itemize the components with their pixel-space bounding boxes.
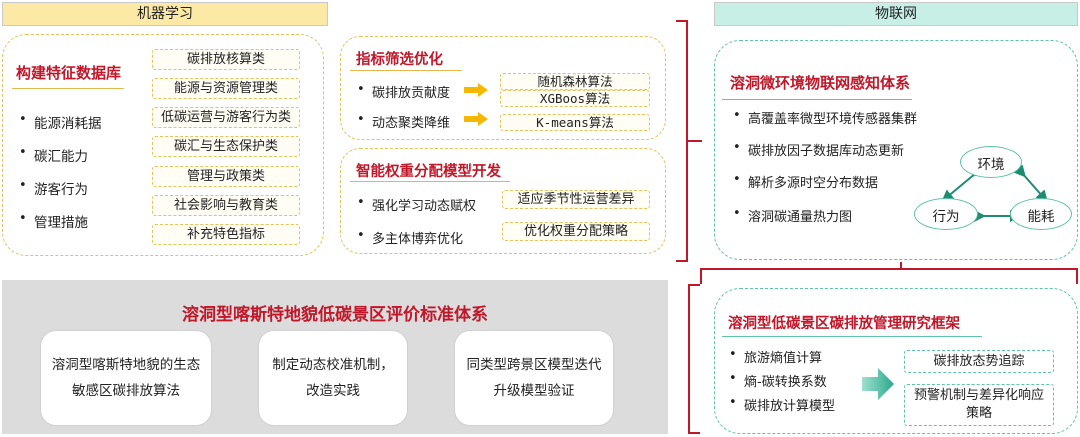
feature-chip: 低碳运营与游客行为类 bbox=[152, 107, 300, 128]
feature-item: 碳汇能力 bbox=[19, 145, 88, 165]
energy-node bbox=[1010, 198, 1072, 230]
iot-perception-title: 溶洞微环境物联网感知体系 bbox=[730, 74, 911, 92]
feature-chip: 能源与资源管理类 bbox=[152, 78, 300, 99]
iot-perception-rule bbox=[722, 99, 912, 101]
behavior-node-label: 行为 bbox=[932, 209, 960, 225]
feature-chip: 碳汇与生态保护类 bbox=[152, 136, 300, 157]
left-bracket bbox=[676, 20, 688, 262]
evaluation-card: 制定动态校准机制，改造实践 bbox=[258, 330, 408, 426]
feature-chip: 碳排放核算类 bbox=[152, 49, 300, 70]
environment-node bbox=[960, 146, 1022, 178]
evaluation-card-text: 制定动态校准机制，改造实践 bbox=[272, 357, 394, 399]
feature-item: 能源消耗据 bbox=[19, 112, 101, 132]
weight-model-title: 智能权重分配模型开发 bbox=[356, 164, 501, 180]
iot-header: 物联网 bbox=[714, 2, 1078, 26]
iot-connector bbox=[700, 268, 1078, 284]
weight-item: 多主体博弈优化 bbox=[357, 228, 463, 247]
algorithm-chip: K-means算法 bbox=[500, 114, 650, 131]
feature-item: 游客行为 bbox=[19, 178, 88, 198]
indicator-rule bbox=[350, 70, 462, 72]
framework-chip: 预警机制与差异化响应策略 bbox=[904, 384, 1054, 426]
evaluation-card-text: 同类型跨景区模型迭代升级模型验证 bbox=[466, 357, 602, 399]
arrow-right-icon bbox=[862, 368, 894, 400]
feature-database-rule bbox=[12, 88, 124, 90]
framework-item: 熵-碳转换系数 bbox=[729, 371, 827, 390]
framework-item: 旅游熵值计算 bbox=[729, 347, 822, 366]
framework-chip: 碳排放态势追踪 bbox=[904, 350, 1054, 373]
behavior-node bbox=[914, 198, 978, 230]
iot-item: 高覆盖率微型环境传感器集群 bbox=[733, 108, 917, 127]
strategy-chip: 优化权重分配策略 bbox=[502, 222, 650, 241]
evaluation-card: 溶洞型喀斯特地貌的生态敏感区碳排放算法 bbox=[40, 330, 212, 426]
arrow-right-icon bbox=[464, 83, 488, 97]
evaluation-title: 溶洞型喀斯特地貌低碳景区评价标准体系 bbox=[182, 305, 488, 325]
feature-item: 管理措施 bbox=[19, 211, 88, 231]
feature-chip: 补充特色指标 bbox=[152, 224, 300, 245]
framework-item: 碳排放计算模型 bbox=[729, 395, 835, 414]
indicator-item: 动态聚类降维 bbox=[357, 112, 450, 131]
left-bracket-tick bbox=[688, 140, 702, 143]
feature-chip: 管理与政策类 bbox=[152, 166, 300, 187]
weight-model-rule bbox=[350, 181, 510, 183]
strategy-chip: 适应季节性运营差异 bbox=[502, 190, 650, 209]
framework-bracket bbox=[688, 284, 700, 434]
environment-node-label: 环境 bbox=[977, 157, 1005, 173]
algorithm-chip: XGBoos算法 bbox=[500, 90, 650, 107]
iot-item: 解析多源时空分布数据 bbox=[733, 172, 878, 191]
weight-item: 强化学习动态赋权 bbox=[357, 195, 476, 214]
energy-node-label: 能耗 bbox=[1027, 209, 1055, 225]
evaluation-card: 同类型跨景区模型迭代升级模型验证 bbox=[454, 330, 614, 426]
evaluation-card-text: 溶洞型喀斯特地貌的生态敏感区碳排放算法 bbox=[51, 357, 201, 399]
machine-learning-header: 机器学习 bbox=[2, 2, 328, 26]
indicator-title: 指标筛选优化 bbox=[356, 52, 443, 68]
arrow-right-icon bbox=[464, 112, 488, 126]
framework-rule bbox=[722, 336, 982, 338]
feature-chip: 社会影响与教育类 bbox=[152, 195, 300, 216]
iot-item: 碳排放因子数据库动态更新 bbox=[733, 140, 904, 159]
iot-item: 溶洞碳通量热力图 bbox=[733, 206, 852, 225]
feature-database-title: 构建特征数据库 bbox=[16, 64, 122, 82]
indicator-item: 碳排放贡献度 bbox=[357, 82, 450, 101]
iot-connector-tick bbox=[900, 262, 903, 270]
framework-title: 溶洞型低碳景区碳排放管理研究框架 bbox=[728, 316, 960, 332]
algorithm-chip: 随机森林算法 bbox=[500, 73, 650, 90]
